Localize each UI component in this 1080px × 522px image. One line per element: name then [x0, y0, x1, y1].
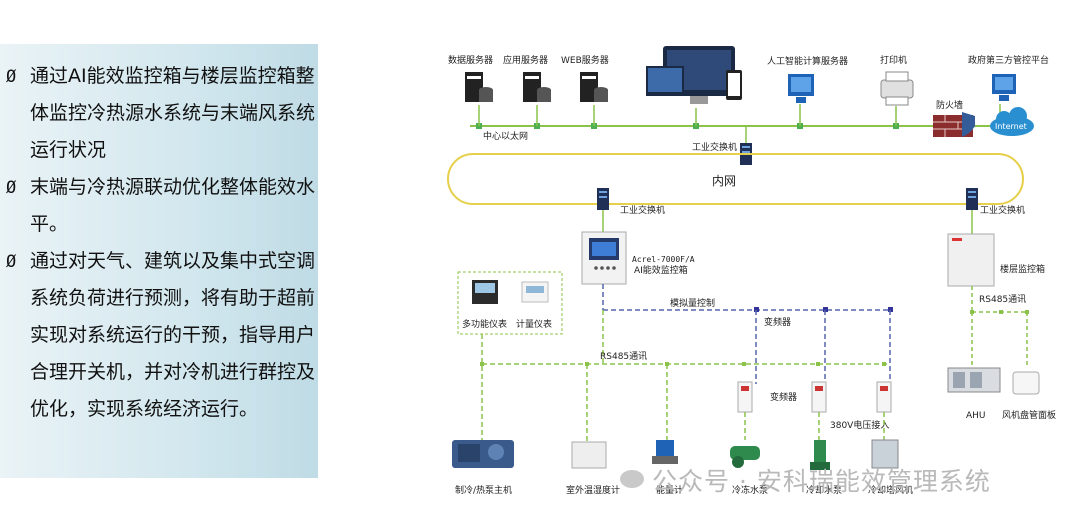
label-rs485-left: RS485通讯	[600, 351, 647, 362]
server-icon	[580, 72, 608, 102]
bullet-marker: Ø	[6, 67, 17, 87]
label-web-server: WEB服务器	[561, 54, 609, 66]
label-gov-platform: 政府第三方管控平台	[968, 54, 1049, 66]
monitor-display-icon	[646, 46, 742, 104]
label-rs485-right: RS485通讯	[979, 294, 1026, 305]
label-analog-control: 模拟量控制	[670, 297, 715, 309]
label-chiller: 制冷/热泵主机	[455, 484, 512, 496]
cooling-tower-icon	[871, 439, 899, 469]
computer-icon	[992, 74, 1016, 101]
label-chilled-pump: 冷冻水泵	[732, 484, 768, 496]
server-icon	[523, 72, 551, 102]
fan-coil-panel-icon	[1012, 371, 1040, 395]
energy-meter-icon	[652, 440, 678, 464]
label-printer: 打印机	[880, 54, 907, 66]
cloud-icon	[990, 107, 1034, 136]
inverter-icon	[876, 381, 892, 413]
bullet-3: Ø 通过对天气、建筑以及集中式空调系统负荷进行预测，将有助于超前实现对系统运行的…	[6, 243, 316, 420]
label-ai-box-model: Acrel-7000F/A	[632, 255, 695, 264]
pump-icon	[810, 440, 830, 470]
label-firewall: 防火墙	[936, 99, 963, 111]
label-floor-box: 楼层监控箱	[1000, 263, 1045, 275]
inverter-icon	[811, 381, 827, 413]
label-intranet: 内网	[712, 174, 736, 188]
bullet-marker: Ø	[6, 178, 17, 198]
label-inverter-mid: 变频器	[770, 391, 797, 403]
label-ahu: AHU	[966, 411, 986, 421]
switch-icon	[966, 188, 978, 210]
inverter-icon	[737, 381, 753, 413]
bullet-2: Ø 末端与冷热源联动优化整体能效水平。	[6, 169, 316, 235]
label-voltage-in: 380V电压接入	[830, 419, 889, 431]
text-panel: Ø 通过AI能效监控箱与楼层监控箱整体监控冷热源水系统与末端风系统运行状况 Ø …	[0, 44, 318, 478]
chiller-icon	[452, 440, 514, 468]
meters-group	[457, 271, 563, 335]
label-multi-meter: 多功能仪表	[462, 318, 507, 330]
label-ai-box-name: AI能效监控箱	[634, 264, 688, 276]
label-energy-meter: 能量计	[656, 484, 683, 496]
label-outdoor-sensor: 室外温湿度计	[566, 484, 620, 496]
bullet-1: Ø 通过AI能效监控箱与楼层监控箱整体监控冷热源水系统与末端风系统运行状况	[6, 58, 316, 161]
intranet-ring	[447, 153, 1024, 205]
server-icon	[465, 72, 493, 102]
label-data-server: 数据服务器	[448, 54, 493, 66]
watermark: 公众号 · 安科瑞能效管理系统	[652, 467, 991, 496]
wechat-icon	[620, 470, 644, 488]
printer-icon	[880, 71, 914, 106]
label-internet: Internet	[995, 122, 1027, 131]
label-metering-meter: 计量仪表	[516, 318, 552, 330]
switch-icon	[597, 188, 609, 210]
label-ai-server: 人工智能计算服务器	[767, 55, 848, 67]
label-cooling-pump: 冷却水泵	[806, 484, 842, 496]
bullet-text: 通过AI能效监控箱与楼层监控箱整体监控冷热源水系统与末端风系统运行状况	[30, 65, 316, 161]
ahu-icon	[947, 367, 1001, 393]
label-switch-left: 工业交换机	[620, 204, 665, 216]
meter-icon	[472, 280, 498, 304]
label-switch-top: 工业交换机	[692, 141, 737, 153]
pump-icon	[730, 446, 760, 468]
label-switch-right: 工业交换机	[980, 204, 1025, 216]
label-cooling-tower: 冷却塔风机	[868, 484, 913, 496]
bullet-text: 通过对天气、建筑以及集中式空调系统负荷进行预测，将有助于超前实现对系统运行的干预…	[30, 250, 316, 420]
bullet-text: 末端与冷热源联动优化整体能效水平。	[30, 176, 316, 235]
label-fan-coil-panel: 风机盘管面板	[1002, 409, 1056, 421]
label-app-server: 应用服务器	[503, 54, 548, 66]
firewall-icon	[933, 112, 975, 137]
meter-icon	[521, 281, 549, 303]
outdoor-sensor-icon	[571, 441, 607, 469]
label-inverter-top: 变频器	[764, 316, 791, 328]
ai-energy-box-icon	[581, 231, 627, 285]
computer-icon	[788, 74, 814, 103]
bullet-marker: Ø	[6, 252, 17, 272]
floor-box-icon	[947, 233, 995, 287]
label-center-ethernet: 中心以太网	[483, 130, 528, 142]
